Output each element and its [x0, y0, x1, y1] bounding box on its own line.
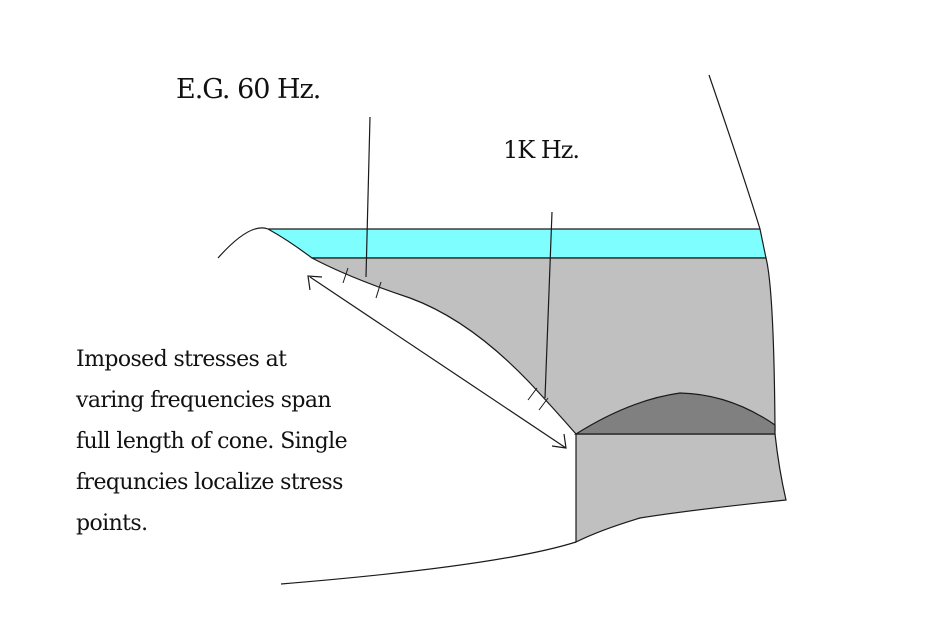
surround-roll-curve: [217, 227, 269, 259]
stress-tick: [342, 267, 349, 284]
frame-outline: [708, 74, 761, 230]
annotation-line: full length of cone. Single: [76, 429, 348, 454]
high-frequency-label: 1K Hz.: [503, 136, 580, 164]
arrowhead-top-left: [307, 275, 323, 291]
dust-cap: [573, 392, 776, 435]
annotation-line: Imposed stresses at: [76, 347, 287, 372]
annotation-line: varing frequencies span: [76, 388, 332, 413]
arrowhead-bottom-right: [551, 433, 567, 449]
stress-tick: [375, 281, 382, 299]
frame-baseline: [280, 541, 577, 585]
annotation-line: frequncies localize stress: [76, 470, 343, 495]
low-freq-pointer-line: [365, 116, 371, 278]
low-frequency-label: E.G. 60 Hz.: [176, 74, 321, 105]
cone-span-arrow: [309, 276, 567, 449]
voice-coil-former: [575, 433, 787, 543]
cone-body: [311, 257, 776, 435]
high-freq-pointer-line: [544, 211, 553, 399]
cone-surround-band: [267, 228, 767, 259]
stress-tick: [527, 387, 538, 401]
stress-tick: [538, 397, 549, 411]
annotation-text: Imposed stresses at varing frequencies s…: [76, 339, 396, 544]
annotation-line: points.: [76, 511, 148, 536]
